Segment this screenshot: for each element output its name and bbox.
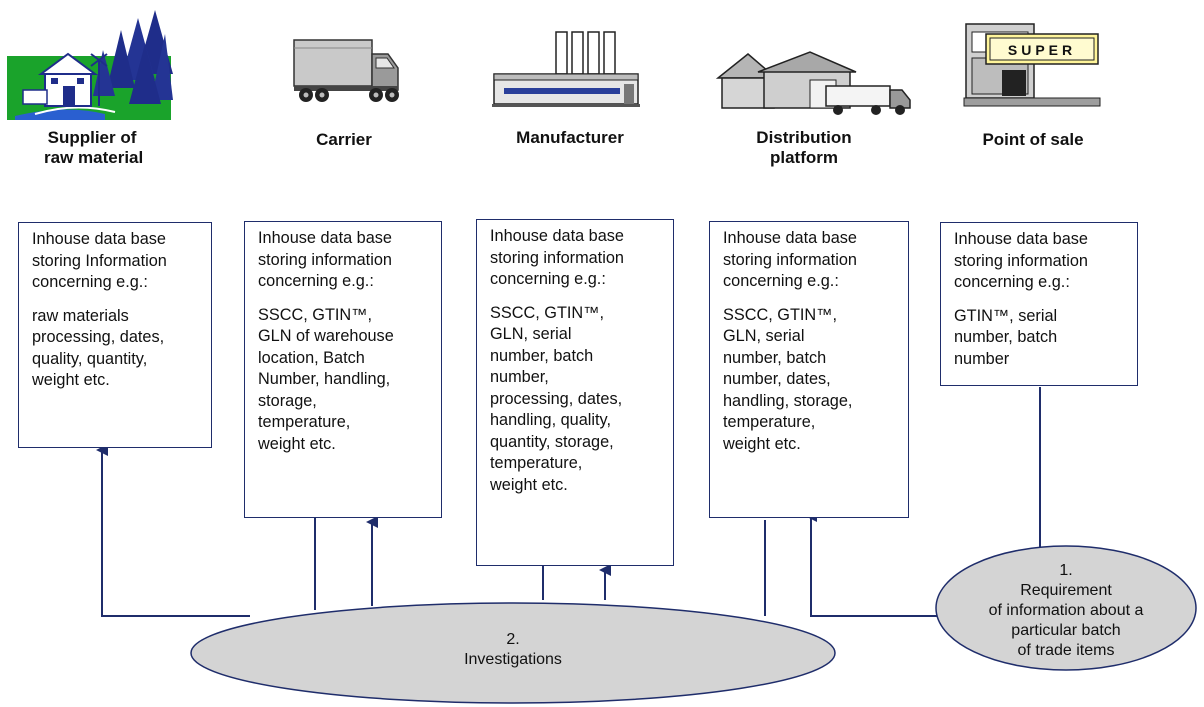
stage-label-line: Manufacturer <box>516 128 624 147</box>
requirement-label: 1. Requirement of information about a pa… <box>958 561 1174 661</box>
stage-label-carrier: Carrier <box>296 130 392 150</box>
factory-icon <box>490 28 642 110</box>
text-line: concerning e.g.: <box>490 270 606 288</box>
stage-label-line: Distribution <box>756 128 852 147</box>
stage-label-manufacturer: Manufacturer <box>500 128 640 148</box>
text-line: number, batch <box>490 346 594 365</box>
text-line: storing information <box>954 251 1088 270</box>
stage-label-line: Point of sale <box>982 130 1084 149</box>
text-line: quantity, storage, <box>490 432 614 451</box>
ellipse-text-line: 1. <box>1059 562 1073 579</box>
ellipse-text-line: of trade items <box>1017 642 1115 659</box>
database-items: SSCC, GTIN™, GLN, serial number, batch n… <box>490 303 661 497</box>
text-line: concerning e.g.: <box>723 272 839 290</box>
database-items: raw materials processing, dates, quality… <box>32 306 199 392</box>
stage-label-line: platform <box>770 148 838 167</box>
database-heading: Inhouse data base storing Information co… <box>32 229 199 294</box>
ellipse-text-line: 2. <box>506 631 520 648</box>
text-line: handling, storage, <box>723 391 853 410</box>
database-box-carrier: Inhouse data base storing information co… <box>244 221 442 518</box>
truck-icon <box>292 36 402 104</box>
database-heading: Inhouse data base storing information co… <box>954 229 1125 294</box>
stage-label-supplier: Supplier of raw material <box>44 128 144 168</box>
text-line: storing Information <box>32 251 167 270</box>
ellipse-text-line: particular batch <box>1011 622 1121 639</box>
text-line: number, batch <box>954 328 1058 346</box>
database-box-manufacturer: Inhouse data base storing information co… <box>476 219 674 566</box>
text-line: handling, quality, <box>490 411 611 429</box>
farm-icon <box>5 4 173 122</box>
text-line: weight etc. <box>258 434 336 453</box>
database-heading: Inhouse data base storing information co… <box>258 228 429 293</box>
text-line: Inhouse data base <box>32 230 166 248</box>
text-line: Inhouse data base <box>258 229 392 247</box>
ellipse-text-line: Investigations <box>464 651 562 668</box>
database-box-pos: Inhouse data base storing information co… <box>940 222 1138 386</box>
text-line: quality, quantity, <box>32 349 148 368</box>
text-line: processing, dates, <box>32 328 165 346</box>
text-line: Inhouse data base <box>490 227 624 245</box>
text-line: number, <box>490 368 549 386</box>
investigations-label: 2. Investigations <box>403 630 623 670</box>
database-items: GTIN™, serial number, batch number <box>954 306 1125 371</box>
text-line: concerning e.g.: <box>954 273 1070 291</box>
investigations-ellipse <box>190 602 836 704</box>
text-line: storage, <box>258 391 317 410</box>
text-line: GTIN™, serial <box>954 306 1058 325</box>
text-line: concerning e.g.: <box>32 273 148 291</box>
arrow-to-supplier <box>96 444 250 617</box>
stage-label-line: Supplier of <box>47 128 137 147</box>
text-line: GLN of warehouse <box>258 327 394 345</box>
text-line: concerning e.g.: <box>258 272 374 290</box>
database-box-supplier: Inhouse data base storing Information co… <box>18 222 212 448</box>
database-heading: Inhouse data base storing information co… <box>490 226 661 291</box>
supermarket-icon: SUPER <box>962 14 1102 110</box>
database-items: SSCC, GTIN™, GLN of warehouse location, … <box>258 305 429 456</box>
text-line: number, dates, <box>723 370 831 388</box>
text-line: Number, handling, <box>258 370 391 388</box>
text-line: temperature, <box>490 454 583 472</box>
stage-label-pos: Point of sale <box>968 130 1098 150</box>
text-line: temperature, <box>723 413 816 431</box>
stage-label-line: raw material <box>44 148 144 167</box>
requirement-ellipse <box>935 545 1197 671</box>
text-line: storing information <box>723 250 857 269</box>
text-line: weight etc. <box>32 371 110 389</box>
warehouse-icon <box>714 50 914 118</box>
text-line: storing information <box>490 248 624 267</box>
ellipse-text-line: of information about a <box>988 602 1144 619</box>
text-line: Inhouse data base <box>723 229 857 247</box>
text-line: Inhouse data base <box>954 230 1088 248</box>
database-box-distribution: Inhouse data base storing information co… <box>709 221 909 518</box>
text-line: SSCC, GTIN™, <box>490 303 604 322</box>
stage-label-distribution: Distribution platform <box>744 128 864 168</box>
text-line: GLN, serial <box>490 325 572 343</box>
text-line: location, Batch <box>258 348 365 367</box>
text-line: SSCC, GTIN™, <box>723 305 837 324</box>
text-line: SSCC, GTIN™, <box>258 305 372 324</box>
database-heading: Inhouse data base storing information co… <box>723 228 896 293</box>
store-sign-text: SUPER <box>1008 42 1076 58</box>
ellipse-text-line: Requirement <box>1020 582 1112 599</box>
text-line: temperature, <box>258 413 351 431</box>
text-line: raw materials <box>32 306 129 325</box>
arrow-to-distribution <box>805 510 940 617</box>
text-line: processing, dates, <box>490 389 623 408</box>
database-items: SSCC, GTIN™, GLN, serial number, batch n… <box>723 305 896 456</box>
text-line: weight etc. <box>723 434 801 453</box>
text-line: weight etc. <box>490 475 568 494</box>
text-line: storing information <box>258 250 392 269</box>
text-line: number <box>954 349 1010 368</box>
text-line: number, batch <box>723 348 827 367</box>
text-line: GLN, serial <box>723 327 805 345</box>
stage-label-line: Carrier <box>316 130 372 149</box>
